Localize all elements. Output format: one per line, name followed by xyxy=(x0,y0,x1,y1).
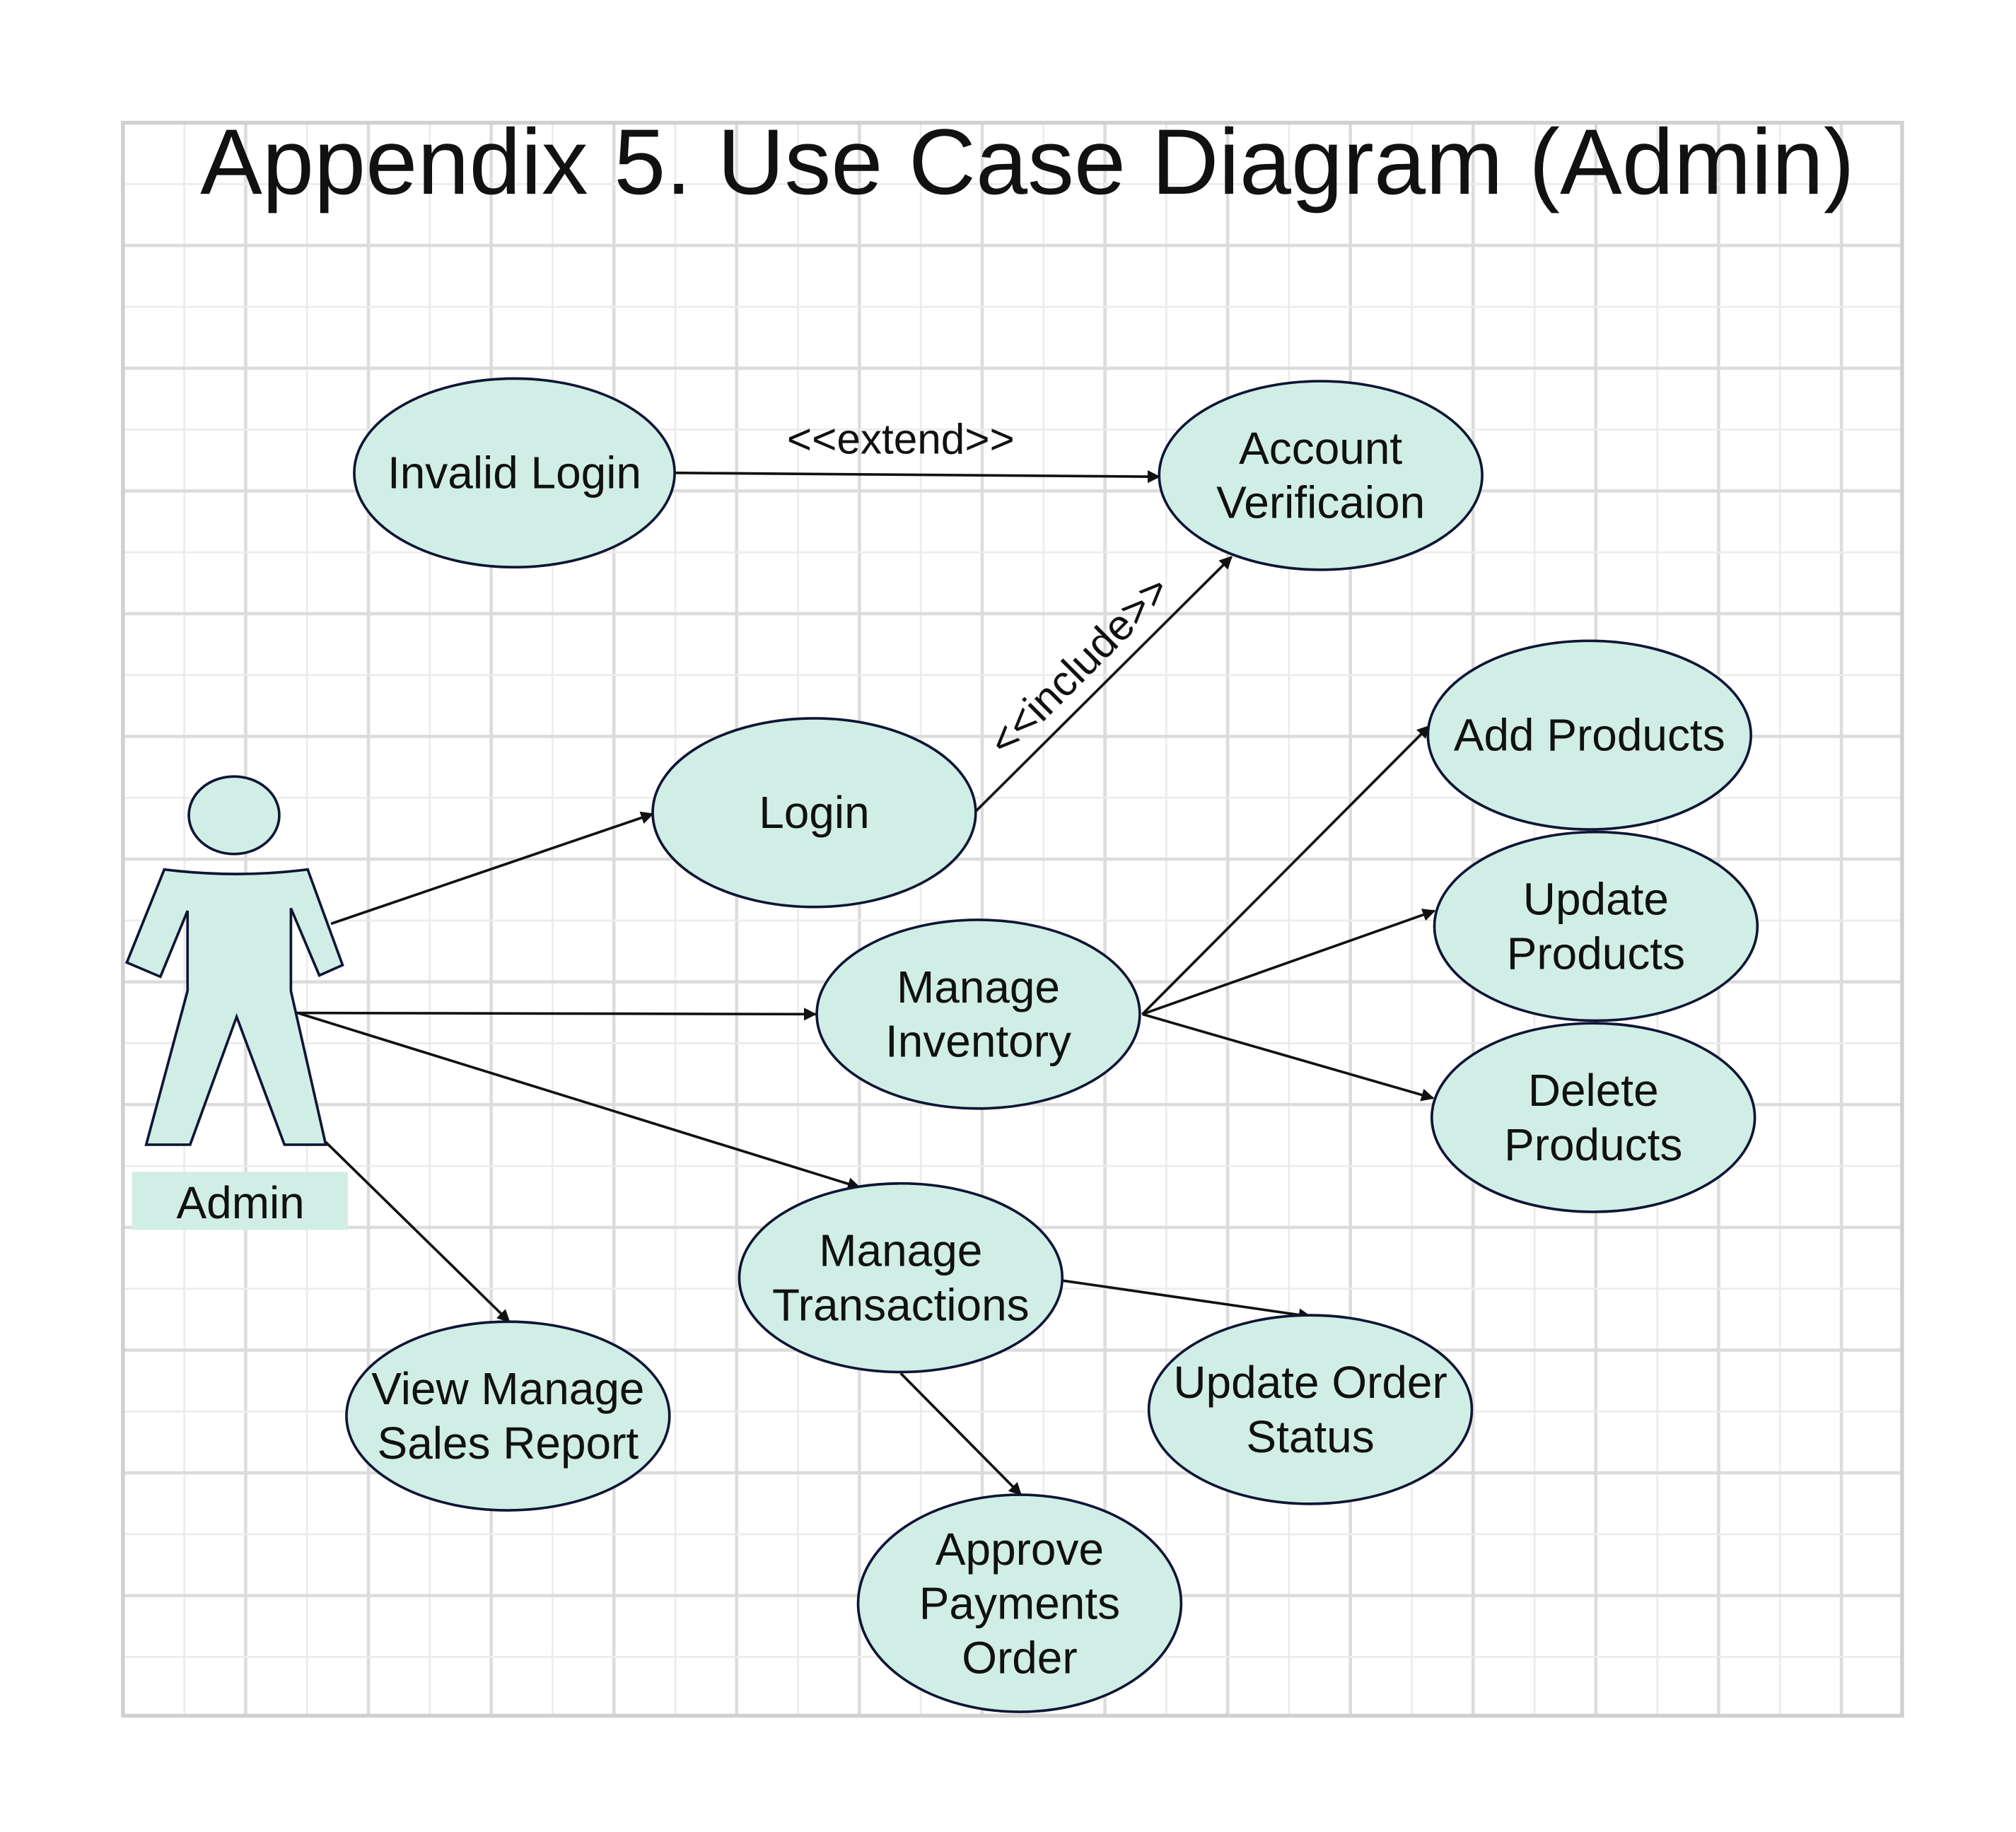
actor-label: Admin xyxy=(177,1177,305,1228)
use-case-label: Invalid Login xyxy=(388,448,641,498)
diagram-title: Appendix 5. Use Case Diagram (Admin) xyxy=(200,110,1855,214)
use-case-label: Payments xyxy=(919,1578,1120,1629)
use-case-login[interactable]: Login xyxy=(651,717,977,909)
inventory-add-arrow xyxy=(1141,725,1431,1015)
use-case-ellipse xyxy=(856,1493,1183,1713)
actor-label-box xyxy=(132,1172,348,1230)
grid-border xyxy=(121,120,1904,1718)
use-case-ellipse xyxy=(1433,830,1759,1022)
use-case-ellipse xyxy=(345,1320,671,1512)
inventory-update-arrow xyxy=(1141,909,1436,1016)
use-case-label: Manage xyxy=(897,962,1060,1013)
use-case-label: Inventory xyxy=(885,1016,1071,1067)
inventory-delete-arrow xyxy=(1142,1013,1435,1102)
use-case-ellipse xyxy=(651,717,977,909)
use-case-label: Products xyxy=(1507,928,1685,979)
use-case-label: Add Products xyxy=(1454,710,1725,761)
admin-report-arrow xyxy=(325,1140,511,1323)
admin-login-arrow xyxy=(330,811,654,926)
use-case-ellipse xyxy=(1158,380,1484,571)
use-case-label: Delete xyxy=(1528,1065,1659,1116)
admin-transactions-arrow xyxy=(296,1011,861,1191)
actor-head xyxy=(187,775,281,856)
use-case-label: Order xyxy=(962,1632,1077,1683)
transactions-status-arrow xyxy=(1061,1278,1312,1322)
actor-body xyxy=(124,868,344,1146)
use-case-label: Account xyxy=(1239,423,1402,474)
use-case-add-products[interactable]: Add Products xyxy=(1426,639,1752,831)
use-case-invalid-login[interactable]: Invalid Login xyxy=(353,377,676,568)
include-arrow xyxy=(974,556,1233,812)
use-case-label: Login xyxy=(759,787,869,838)
admin-inventory-arrow xyxy=(294,1008,817,1021)
use-case-ellipse xyxy=(1147,1314,1474,1505)
use-case-label: Approve xyxy=(936,1524,1104,1575)
use-case-ellipse xyxy=(815,918,1141,1110)
use-case-label: Status xyxy=(1246,1411,1374,1462)
extend-label: <<extend>> xyxy=(787,414,1015,462)
use-case-ellipse xyxy=(353,377,676,568)
use-case-label: Manage xyxy=(819,1225,982,1276)
actor-admin[interactable]: Admin xyxy=(124,775,348,1230)
use-case-label: Update Order xyxy=(1173,1357,1447,1408)
use-case-label: Update xyxy=(1523,874,1669,925)
use-case-ellipse xyxy=(1431,1022,1756,1213)
use-case-ellipse xyxy=(1426,639,1752,831)
extend-arrow xyxy=(675,469,1161,484)
transactions-approve-arrow xyxy=(899,1372,1022,1496)
use-case-label: Transactions xyxy=(772,1279,1030,1330)
use-case-ellipse xyxy=(738,1182,1064,1374)
use-case-label: Verificaion xyxy=(1216,477,1425,528)
use-case-label: Sales Report xyxy=(378,1418,639,1469)
use-case-label: View Manage xyxy=(371,1363,644,1414)
use-case-label: Products xyxy=(1504,1119,1682,1170)
